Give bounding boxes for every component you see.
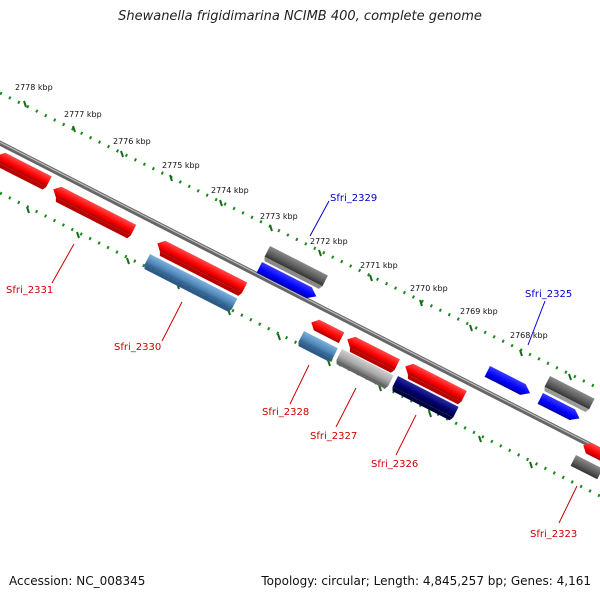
gene-sfri-2323-red [583,442,600,465]
genome-summary-text: Topology: circular; Length: 4,845,257 bp… [261,574,591,588]
inner-ticks [26,206,533,469]
tick-label: 2769 kbp [460,307,498,316]
gene-label-sfri-2331: Sfri_2331 [6,285,53,296]
tick-label: 2776 kbp [113,137,151,146]
accession-text: Accession: NC_008345 [9,574,146,588]
tick-label: 2773 kbp [260,212,298,221]
gene-blue-right-a [484,366,531,395]
gene-label-sfri-2327: Sfri_2327 [310,431,357,442]
tick-label: 2770 kbp [410,284,448,293]
gene-sfri-2327-red [347,336,400,373]
gene-gray-upper [264,246,328,289]
gene-sfri-2326-red [405,363,467,405]
leader-lines [51,200,578,524]
gene-sfri-2323 [570,455,600,480]
tick-label: 2768 kbp [510,331,548,340]
gene-sfri-2330 [144,254,238,312]
gene-label-sfri-2330: Sfri_2330 [114,342,161,353]
outer-dotted-track [0,91,600,391]
gene-gray-right [544,376,595,413]
tick-label: 2774 kbp [211,186,249,195]
outer-ticks [23,100,572,381]
gene-label-sfri-2326: Sfri_2326 [371,459,418,470]
map-title: Shewanella frigidimarina NCIMB 400, comp… [118,9,482,24]
tick-label: 2772 kbp [310,237,348,246]
gene-sfri-2327 [336,349,394,389]
gene-label-sfri-2329: Sfri_2329 [330,193,377,204]
gene-blue-upper [256,262,317,299]
tick-label: 2778 kbp [15,83,53,92]
gene-label-sfri-2325: Sfri_2325 [525,289,572,300]
gene-sfri-2330-red [157,240,248,296]
tick-label: 2775 kbp [162,161,200,170]
inner-dotted-track [0,191,600,498]
gene-blue-right-b [537,393,580,421]
gene-label-sfri-2323: Sfri_2323 [530,529,577,540]
tick-label: 2777 kbp [64,110,102,119]
gene-sfri-2328 [298,331,338,362]
gene-sfri-2331 [53,186,137,239]
gene-red-far-left [0,152,52,190]
gene-label-sfri-2328: Sfri_2328 [262,407,309,418]
tick-label: 2771 kbp [360,261,398,270]
gene-sfri-2328-red [311,319,345,344]
gene-sfri-2326 [392,376,459,421]
backbone [0,140,600,453]
